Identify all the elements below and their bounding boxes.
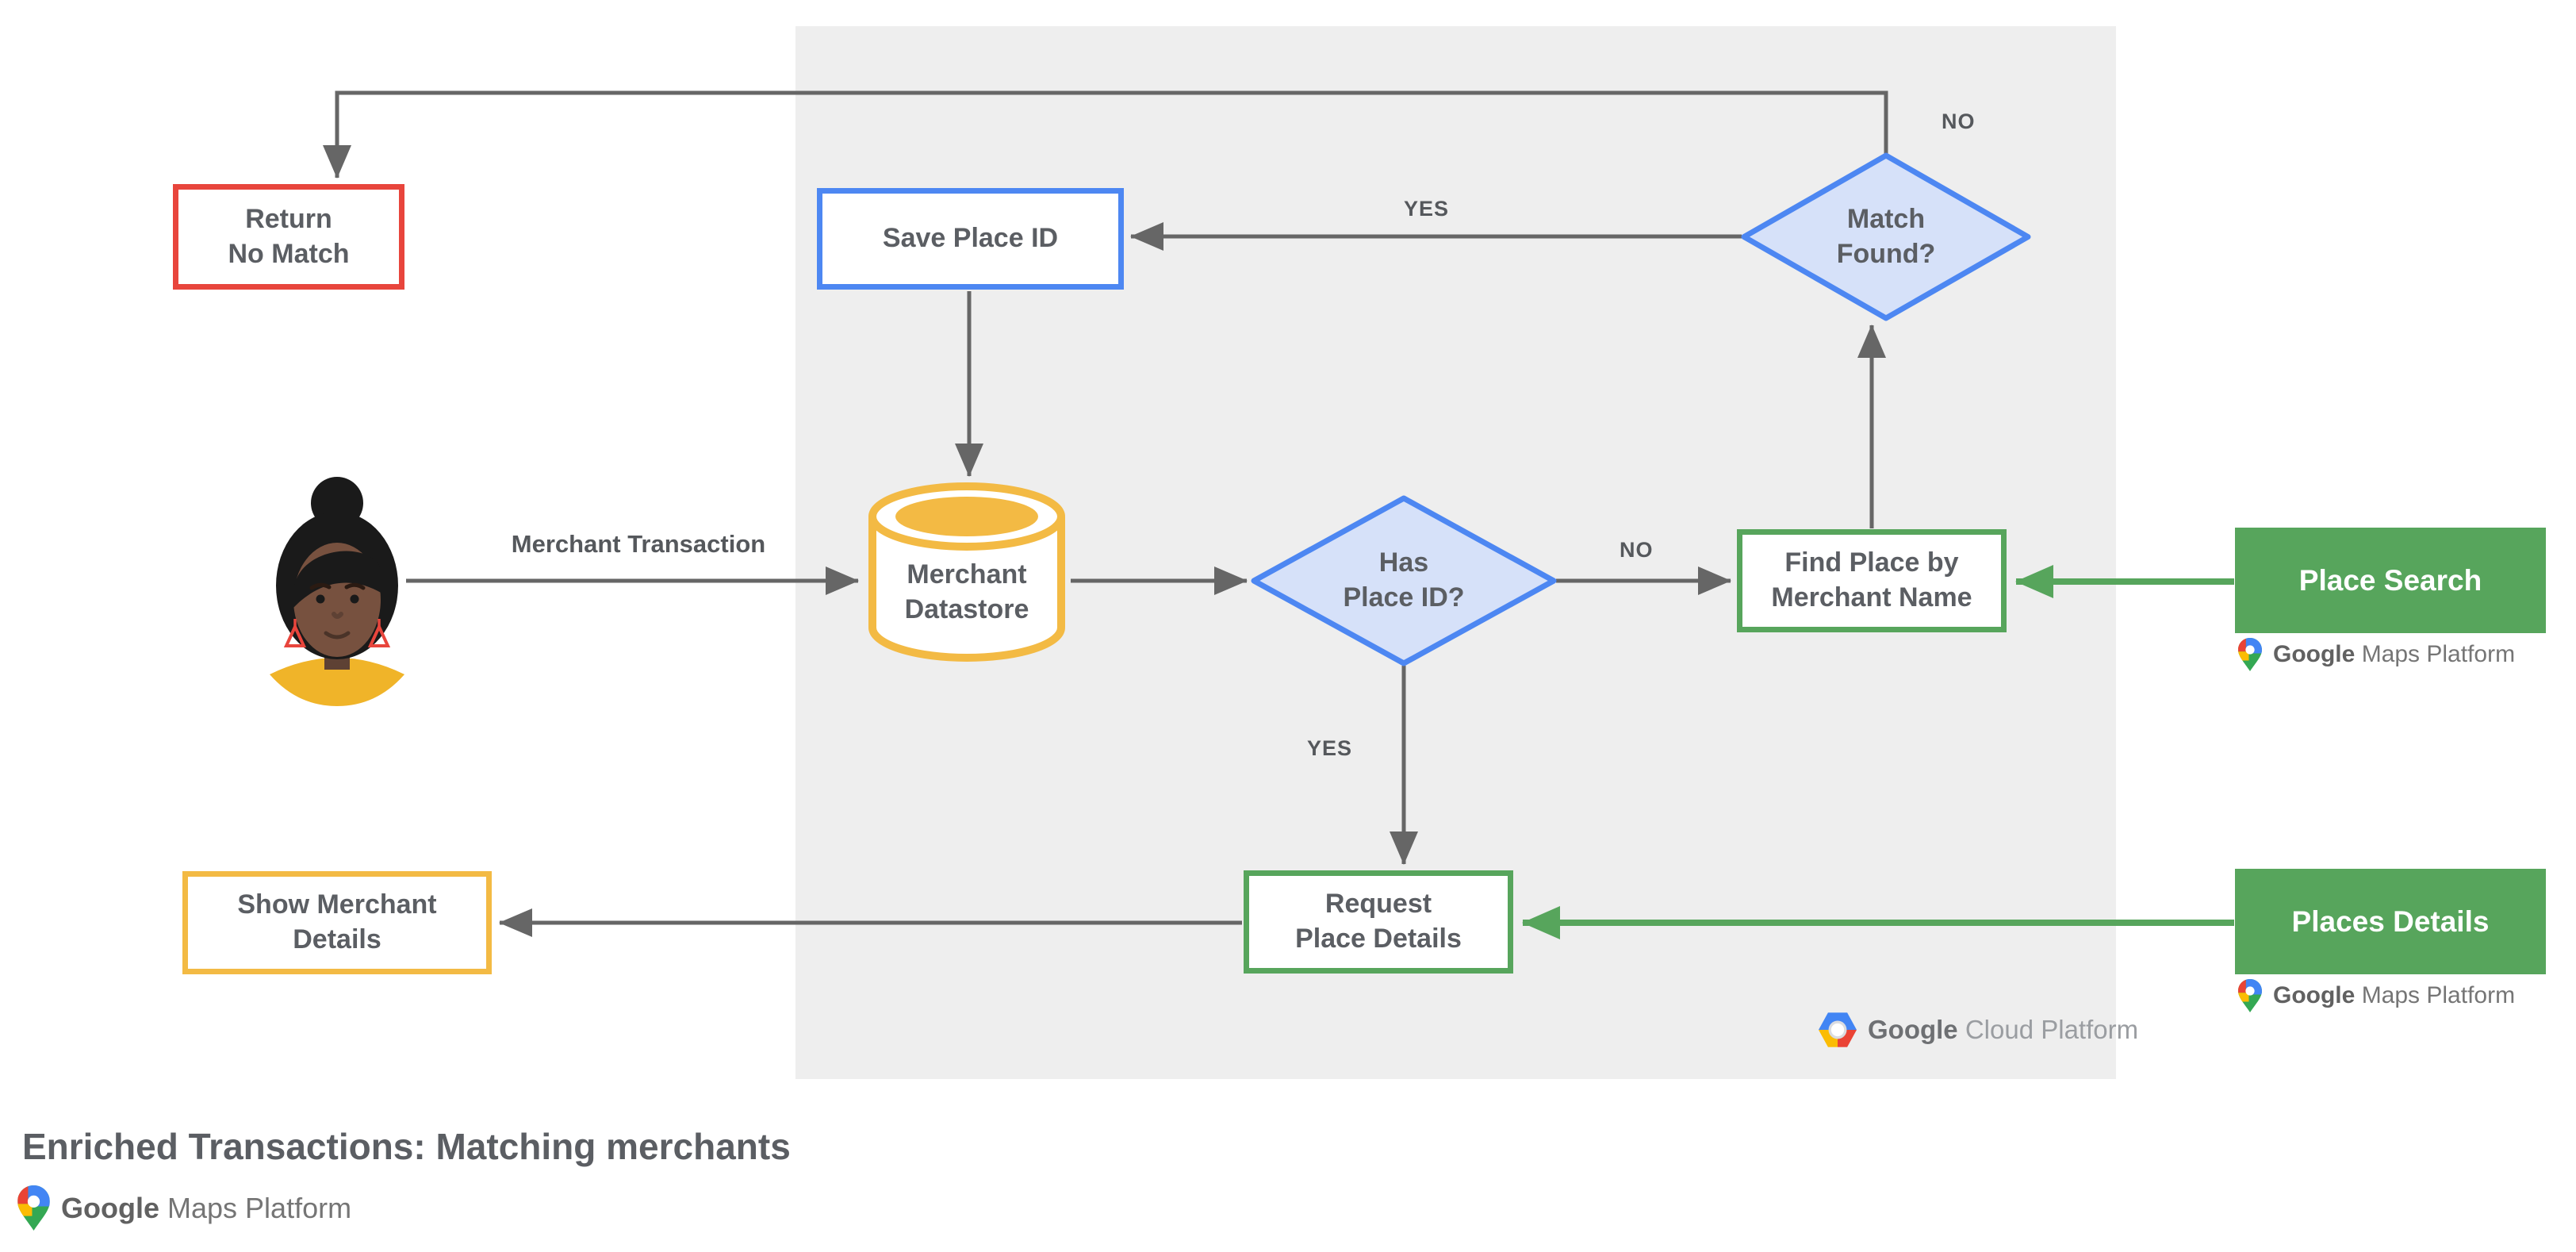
node-request-place-details: Request Place Details	[1244, 870, 1513, 974]
node-show-merchant-details: Show Merchant Details	[182, 871, 492, 974]
node-label: Return No Match	[228, 203, 350, 269]
node-has-place-id	[1251, 495, 1557, 666]
node-label: Save Place ID	[882, 223, 1059, 254]
merchant-transaction-label: Merchant Transaction	[511, 530, 766, 558]
match-found-no-label: NO	[1942, 109, 1976, 133]
gmp-logo-places-details: Google Maps Platform	[2238, 979, 2515, 1012]
node-label: Places Details	[2291, 904, 2490, 938]
node-find-place-by-merchant-name: Find Place by Merchant Name	[1737, 529, 2007, 632]
match-found-yes-label: YES	[1404, 197, 1450, 221]
node-label: Show Merchant Details	[237, 889, 437, 954]
node-label: Find Place by Merchant Name	[1771, 547, 1972, 613]
gmp-logo-text: Google Maps Platform	[2273, 641, 2516, 667]
node-label: Place Search	[2298, 563, 2482, 597]
node-return-no-match: Return No Match	[173, 184, 404, 290]
gmp-logo-footer: Google Maps Platform	[17, 1185, 351, 1231]
gmp-logo-place-search: Google Maps Platform	[2238, 638, 2515, 671]
has-place-id-no-label: NO	[1620, 538, 1654, 562]
gcp-logo-text: Google Cloud Platform	[1868, 1015, 2139, 1044]
node-label: Request Place Details	[1295, 889, 1462, 954]
gcp-hexagon-icon	[1819, 1012, 1857, 1047]
diagram-title: Enriched Transactions: Matching merchant…	[22, 1126, 791, 1167]
has-place-id-yes-label: YES	[1307, 736, 1353, 760]
node-save-place-id: Save Place ID	[817, 188, 1124, 290]
gmp-logo-text: Google Maps Platform	[2273, 982, 2516, 1008]
node-place-search-api: Place Search	[2235, 528, 2546, 633]
maps-pin-icon	[17, 1185, 50, 1231]
gmp-logo-text: Google Maps Platform	[61, 1191, 352, 1224]
node-places-details-api: Places Details	[2235, 869, 2546, 974]
maps-pin-icon	[2238, 979, 2262, 1012]
node-merchant-datastore	[868, 482, 1065, 662]
node-match-found	[1741, 152, 2031, 321]
merchant-user-avatar	[270, 477, 404, 706]
maps-pin-icon	[2238, 638, 2262, 671]
gcp-logo: Google Cloud Platform	[1819, 1012, 2138, 1047]
